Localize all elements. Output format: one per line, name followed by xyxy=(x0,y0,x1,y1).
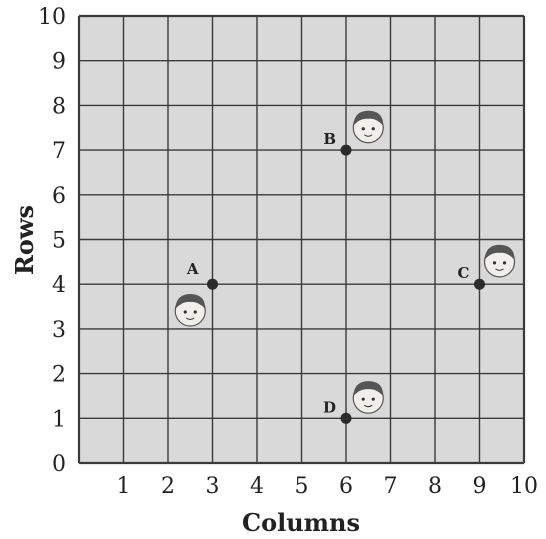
point-c xyxy=(474,278,485,290)
face-eye xyxy=(361,397,365,401)
face-hair xyxy=(484,244,515,260)
x-tick-label: 8 xyxy=(428,474,442,499)
y-tick-label: 7 xyxy=(52,139,66,164)
face-eye xyxy=(183,310,187,314)
face-hair xyxy=(175,294,206,310)
y-tick-label: 8 xyxy=(52,94,66,119)
y-tick-label: 3 xyxy=(52,318,66,343)
grid-lines xyxy=(77,14,526,465)
face-mouth xyxy=(495,268,504,271)
x-tick-label: 10 xyxy=(510,474,538,499)
y-tick-label: 1 xyxy=(52,407,66,432)
x-axis-title: Columns xyxy=(242,508,360,537)
y-tick-label: 5 xyxy=(52,229,66,254)
face-icon xyxy=(352,381,384,414)
face-eye xyxy=(361,127,365,131)
plotted-points: A B C D xyxy=(186,130,485,424)
face-eye xyxy=(193,310,197,314)
x-tick-label: 9 xyxy=(473,474,487,499)
x-tick-label: 2 xyxy=(161,474,175,499)
x-tick-label: 5 xyxy=(295,474,309,499)
face-hair xyxy=(353,110,384,126)
face-hair xyxy=(353,381,384,397)
face-eye xyxy=(371,127,375,131)
x-tick-label: 4 xyxy=(250,474,264,499)
point-label-d: D xyxy=(323,398,336,416)
point-a xyxy=(207,278,218,290)
x-tick-labels: 1 2 3 4 5 6 7 8 9 10 xyxy=(117,474,539,499)
y-tick-label: 6 xyxy=(52,184,66,209)
y-tick-label: 2 xyxy=(52,363,66,388)
point-b xyxy=(340,144,352,156)
face-icons xyxy=(174,110,516,414)
x-tick-label: 1 xyxy=(117,474,131,499)
face-icon xyxy=(352,110,384,144)
x-tick-label: 7 xyxy=(384,474,398,499)
point-label-b: B xyxy=(323,130,336,148)
y-tick-label: 4 xyxy=(52,273,66,298)
face-eye xyxy=(502,261,507,265)
face-icon xyxy=(483,244,516,278)
y-tick-labels: 0 1 2 3 4 5 6 7 8 9 10 xyxy=(38,5,66,477)
face-mouth xyxy=(363,134,373,137)
face-eye xyxy=(371,397,375,401)
x-tick-label: 3 xyxy=(206,474,220,499)
point-label-c: C xyxy=(458,264,470,282)
point-label-a: A xyxy=(186,260,199,278)
face-eye xyxy=(492,261,497,265)
y-tick-label: 10 xyxy=(38,5,66,30)
face-mouth xyxy=(185,317,195,321)
x-tick-label: 6 xyxy=(339,474,353,499)
y-tick-label: 0 xyxy=(52,452,66,477)
face-mouth xyxy=(363,404,373,408)
point-d xyxy=(340,412,352,424)
y-axis-title: Rows xyxy=(10,205,39,275)
face-icon xyxy=(174,294,206,327)
y-tick-label: 9 xyxy=(52,50,66,75)
